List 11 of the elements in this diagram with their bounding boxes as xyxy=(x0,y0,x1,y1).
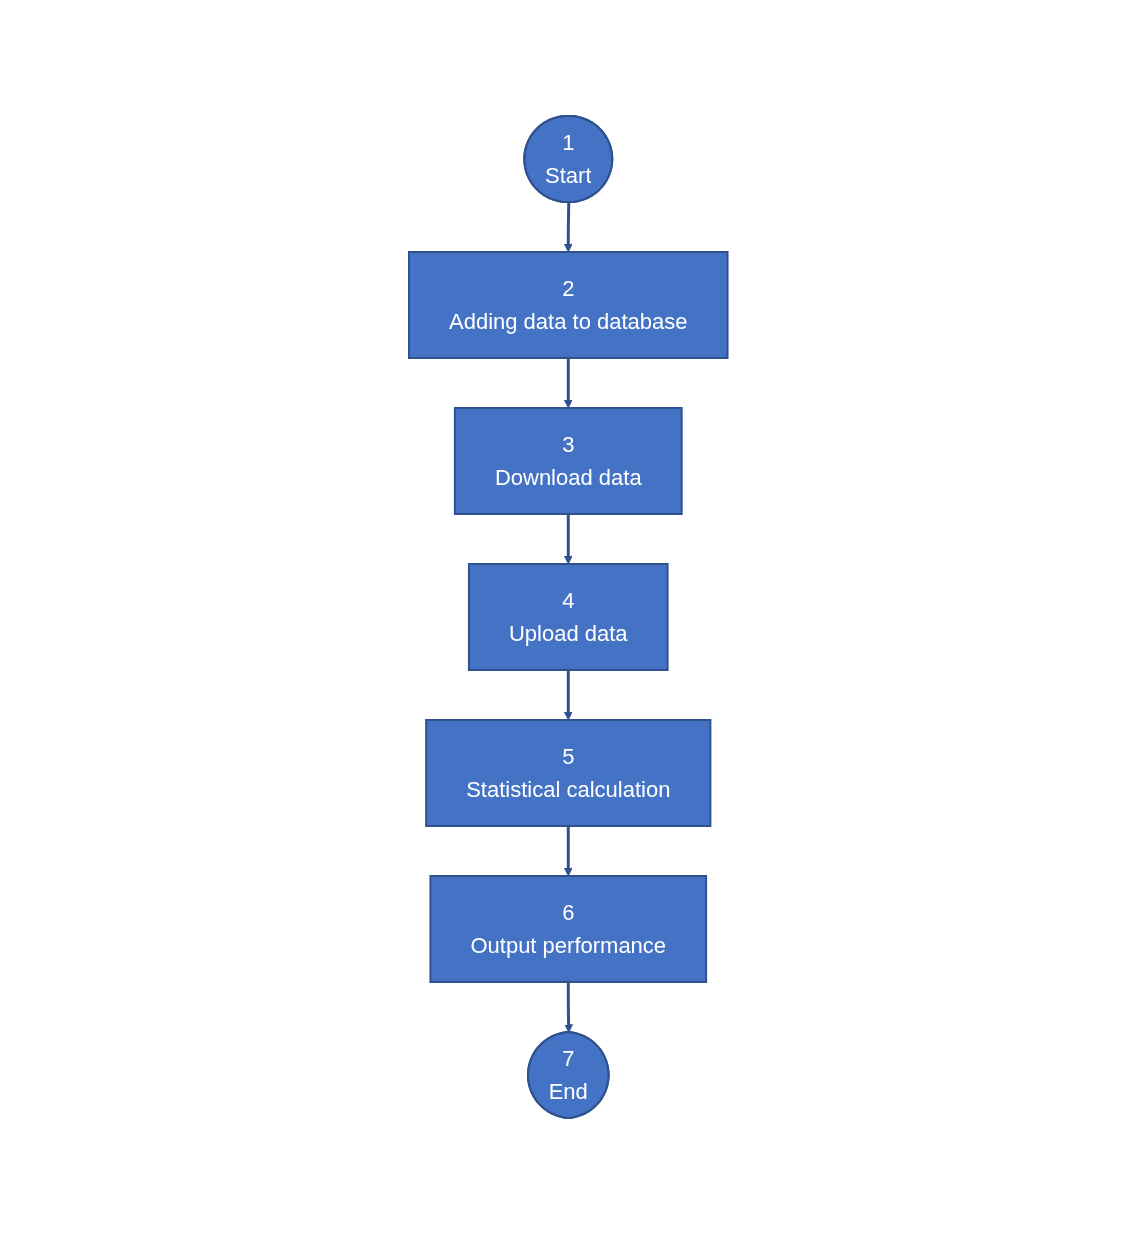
arrow xyxy=(564,826,573,877)
arrow xyxy=(564,514,573,565)
node-box: 2 Adding data to database xyxy=(408,251,729,359)
node-box: 6 Output performance xyxy=(429,875,708,983)
node-box: 3 Download data xyxy=(454,407,683,515)
node-box: 5 Statistical calculation xyxy=(425,719,712,827)
arrow xyxy=(564,202,573,253)
arrow xyxy=(564,358,573,409)
node-box: 4 Upload data xyxy=(468,563,669,671)
arrow xyxy=(564,982,574,1033)
arrow xyxy=(564,670,573,721)
